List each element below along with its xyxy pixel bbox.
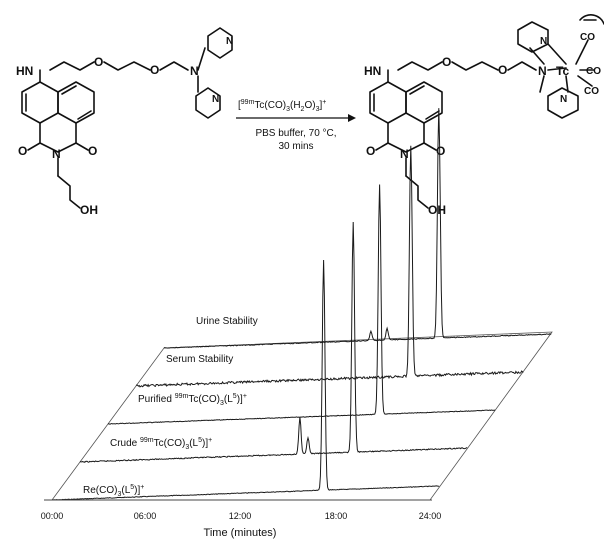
chromatogram-trace-1 [79,221,468,463]
carbonyl-o-2: O [88,144,97,158]
chromatogram-trace-0 [52,259,440,501]
series-label-re: Re(CO)3(L5)]+ [83,484,144,498]
hydroxyl-label: OH [80,203,98,217]
x-tick-1: 06:00 [134,511,157,521]
reaction-arrow: [99mTc(CO)3(H2O)3]+ PBS buffer, 70 °C, 3… [236,99,356,152]
complex-pyridine-n-2: N [560,94,567,105]
complex-imide-n: N [400,147,409,161]
co-label-1: CO [580,32,595,43]
series-labels: Re(CO)3(L5)]+ Crude 99mTc(CO)3(L5)]+ Pur… [83,316,258,498]
chromatogram-trace-2 [107,184,496,425]
conditions-line-1: PBS buffer, 70 °C, [255,128,336,139]
ligand-structure: HN O O N N O O OH N N [16,27,233,217]
complex-amine-n: N [538,64,547,78]
complex-structure: HN O O N Tc N N CO CO CO N O O OH [364,14,604,217]
carbonyl-o-1: O [18,144,27,158]
imide-n-label: N [52,147,61,161]
co-label-2: CO [586,66,601,77]
pyridine-n-2: N [212,94,219,105]
hn-label: HN [16,64,33,78]
complex-carbonyl-o-1: O [366,144,375,158]
x-axis-title: Time (minutes) [204,527,277,539]
x-tick-0: 00:00 [41,511,64,521]
chromatogram-trace-3 [135,145,524,388]
pyridine-n-1: N [226,36,233,47]
ether-o-1: O [94,55,103,69]
complex-ether-o-2: O [498,63,507,77]
waterfall-frame [51,331,553,501]
series-label-crude: Crude 99mTc(CO)3(L5)]+ [110,437,212,451]
chromatogram-trace-4 [163,108,552,349]
tc-label: Tc [556,64,569,78]
co-label-3: CO [584,86,599,97]
series-label-urine: Urine Stability [196,316,258,327]
x-axis: 00:00 06:00 12:00 18:00 24:00 Time (minu… [41,499,442,539]
reagent-formula: [99mTc(CO)3(H2O)3]+ [238,99,326,113]
x-tick-4: 24:00 [419,511,442,521]
ether-o-2: O [150,63,159,77]
complex-hn-label: HN [364,64,381,78]
complex-carbonyl-o-2: O [436,144,445,158]
complex-ether-o-1: O [442,55,451,69]
conditions-line-2: 30 mins [278,141,313,152]
series-label-serum: Serum Stability [166,354,233,365]
series-label-purified: Purified 99mTc(CO)3(L5)]+ [138,393,247,407]
chromatogram-chart [51,108,553,501]
x-tick-3: 18:00 [325,511,348,521]
complex-pyridine-n-1: N [540,36,547,47]
x-tick-2: 12:00 [229,511,252,521]
amine-n-label: N [190,64,199,78]
